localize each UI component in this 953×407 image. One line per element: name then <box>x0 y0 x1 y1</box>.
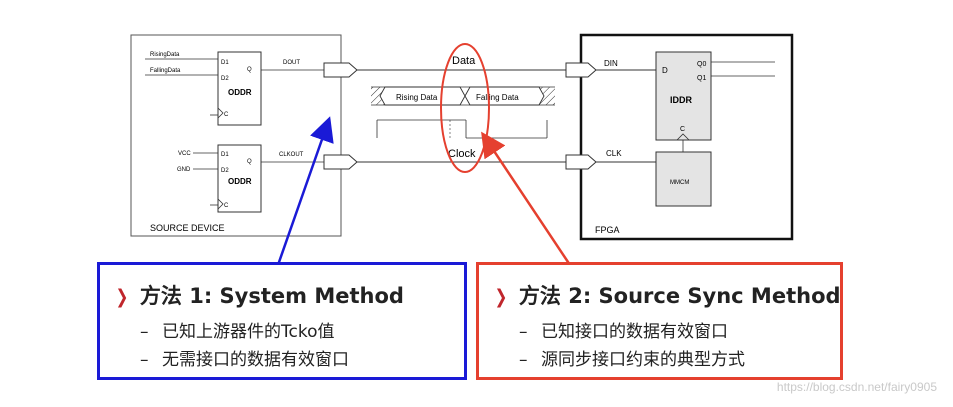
dout-label: DOUT <box>283 60 300 66</box>
iddr-pin-c: C <box>680 126 685 133</box>
fpga: FPGA DIN CLK D Q0 Q1 IDDR C MMCM <box>565 33 794 241</box>
clock-waveform-levels <box>377 119 547 139</box>
method-2-pointer-arrow <box>481 131 572 266</box>
method-1-item-1: –已知上游器件的Tcko值 <box>140 322 335 342</box>
gnd-label: GND <box>177 167 191 173</box>
method-2-box: ❯ 方法 2: Source Sync Method –已知接口的数据有效窗口 –… <box>476 262 843 380</box>
oddr-bottom-label: ODDR <box>228 177 252 186</box>
watermark: https://blog.csdn.net/fairy0905 <box>776 380 937 394</box>
oddr-bottom-block <box>217 144 262 213</box>
timing-hatch-right <box>539 87 555 105</box>
iddr-clock-triangle <box>676 133 690 141</box>
method-1-title-text: 方法 1: System Method <box>139 284 404 308</box>
iddr-pin-q0: Q0 <box>697 61 706 68</box>
chevron-right-icon: ❯ <box>494 286 508 308</box>
oddr-bottom-pin-d2: D2 <box>221 168 229 174</box>
oddr-top-pin-d1: D1 <box>221 60 229 66</box>
method-2-item-2: –源同步接口约束的典型方式 <box>519 350 745 370</box>
method-1-item-2-text: 无需接口的数据有效窗口 <box>162 350 349 370</box>
fpga-label: FPGA <box>595 225 620 235</box>
method-2-title-text: 方法 2: Source Sync Method <box>518 284 841 308</box>
iddr-pin-d: D <box>662 66 668 75</box>
mmcm-block <box>655 151 712 207</box>
oddr-top-block <box>217 51 262 126</box>
source-device-label: SOURCE DEVICE <box>150 223 225 233</box>
timing-diagram: Rising Data Falling Data <box>371 86 555 139</box>
falling-data-input-label: FallingData <box>150 68 181 74</box>
oddr-bottom-clock-triangle <box>217 198 224 210</box>
clk-input-buffer <box>565 154 597 170</box>
dout-output-buffer <box>323 62 358 78</box>
method-1-pointer-arrow <box>276 116 334 266</box>
clkout-output-buffer <box>323 154 358 170</box>
oddr-top-label: ODDR <box>228 88 252 97</box>
clock-waveform-edges <box>376 120 548 138</box>
iddr-label: IDDR <box>670 95 692 105</box>
oddr-bottom-pin-q: Q <box>247 159 252 165</box>
method-2-item-2-text: 源同步接口约束的典型方式 <box>541 350 745 370</box>
source-device: SOURCE DEVICE D1 D2 Q C ODDR RisingData … <box>130 34 358 237</box>
falling-data-segment-label: Falling Data <box>476 93 519 102</box>
data-signal-label: Data <box>452 55 476 67</box>
vcc-label: VCC <box>178 151 191 157</box>
clock-signal-label: Clock <box>448 148 476 160</box>
method-1-title: ❯ 方法 1: System Method <box>114 280 404 310</box>
oddr-top: D1 D2 Q C ODDR RisingData FallingData DO… <box>145 51 324 126</box>
method-2-item-1: –已知接口的数据有效窗口 <box>519 322 728 342</box>
oddr-bottom-pin-c: C <box>224 203 229 209</box>
method-1-item-2: –无需接口的数据有效窗口 <box>140 350 349 370</box>
oddr-top-pin-d2: D2 <box>221 76 229 82</box>
oddr-bottom-pin-d1: D1 <box>221 152 229 158</box>
method-2-item-1-text: 已知接口的数据有效窗口 <box>541 322 728 342</box>
source-sync-highlight-ellipse <box>440 43 490 173</box>
timing-hatch-left <box>371 87 385 105</box>
chevron-right-icon: ❯ <box>115 286 129 308</box>
din-input-buffer <box>565 62 597 78</box>
oddr-top-clock-triangle <box>217 107 224 119</box>
oddr-bottom: D1 D2 Q C ODDR VCC GND CLKOUT <box>177 144 324 213</box>
rising-data-segment-label: Rising Data <box>396 93 438 102</box>
oddr-top-pin-q: Q <box>247 67 252 73</box>
clk-label: CLK <box>606 149 622 158</box>
mmcm-label: MMCM <box>670 180 689 186</box>
method-1-item-1-text: 已知上游器件的Tcko值 <box>162 322 335 342</box>
clkout-label: CLKOUT <box>279 152 304 158</box>
din-label: DIN <box>604 59 618 68</box>
method-1-box: ❯ 方法 1: System Method –已知上游器件的Tcko值 –无需接口… <box>97 262 467 380</box>
iddr-pin-q1: Q1 <box>697 75 706 82</box>
oddr-top-pin-c: C <box>224 112 229 118</box>
iddr-block <box>655 51 712 141</box>
rising-data-input-label: RisingData <box>150 52 180 58</box>
method-2-title: ❯ 方法 2: Source Sync Method <box>493 280 841 310</box>
